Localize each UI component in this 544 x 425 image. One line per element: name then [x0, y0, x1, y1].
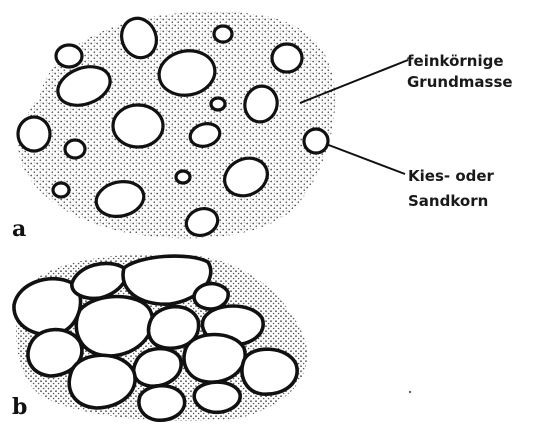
grain — [18, 117, 50, 151]
panel-letter-a: a — [12, 216, 26, 242]
grain — [242, 349, 297, 394]
label-grain-line1: Kies- oder — [408, 167, 495, 185]
label-grain-line2: Sandkorn — [408, 192, 488, 210]
panel-b: b — [12, 254, 307, 421]
grain — [194, 382, 240, 412]
grain — [113, 105, 163, 147]
label-matrix-line1: feinkörnige — [407, 52, 504, 70]
grain — [211, 98, 225, 110]
grain — [184, 335, 245, 383]
grain — [176, 171, 190, 183]
grain — [139, 386, 185, 421]
grain — [53, 183, 69, 197]
grain — [69, 355, 135, 408]
label-matrix-line2: Grundmasse — [407, 73, 513, 91]
grain — [65, 140, 85, 158]
leader-grain — [326, 144, 405, 174]
grain — [56, 45, 82, 67]
grain — [304, 129, 328, 153]
scan-speck — [409, 391, 411, 393]
panel-letter-b: b — [12, 394, 27, 420]
grain — [272, 44, 302, 72]
grain — [134, 349, 181, 387]
panel-a: feinkörnige Grundmasse Kies- oder Sandko… — [12, 12, 513, 242]
grain — [214, 26, 232, 42]
